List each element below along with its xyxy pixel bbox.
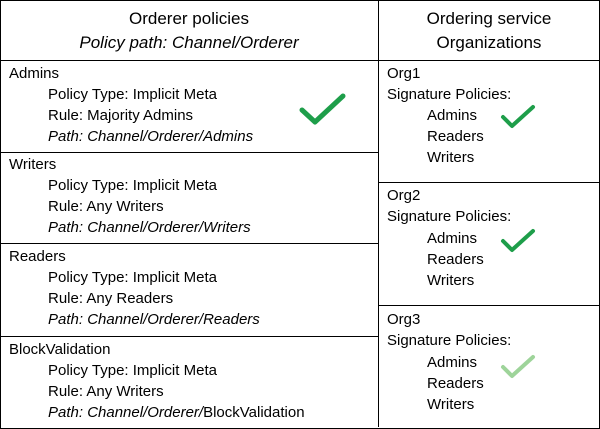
divider-writers-readers [0, 243, 378, 244]
policy-type: Policy Type: Implicit Meta [48, 269, 217, 286]
signature-item: Writers [427, 272, 475, 289]
divider-header-left [0, 60, 378, 61]
policy-rule: Rule: Any Writers [48, 198, 164, 215]
signature-item: Writers [427, 396, 475, 413]
policy-path-prefix: Path: Channel/Orderer/ [48, 404, 204, 421]
policy-path-label: Policy path: Channel/Orderer [79, 33, 299, 52]
signature-item: Readers [427, 128, 484, 145]
ordering-service-title: Ordering service [426, 9, 552, 28]
divider-readers-blockvalidation [0, 336, 378, 337]
policy-type: Policy Type: Implicit Meta [48, 362, 217, 379]
policy-name: Writers [9, 156, 57, 173]
organizations-title: Organizations [436, 33, 542, 52]
policy-rule: Rule: Any Writers [48, 383, 164, 400]
divider-org1-org2 [378, 182, 599, 183]
org-name: Org3 [387, 311, 421, 328]
signature-item: Readers [427, 251, 484, 268]
policy-path: Path: Channel/Orderer/BlockValidation [48, 402, 305, 424]
divider-org2-org3 [378, 305, 599, 306]
signature-policies-label: Signature Policies: [387, 208, 512, 225]
signature-item: Writers [427, 149, 475, 166]
signature-policies-label: Signature Policies: [387, 332, 512, 349]
checkmark-icon [501, 355, 535, 378]
org-name: Org1 [387, 65, 421, 82]
checkmark-icon [501, 229, 535, 252]
policy-name: Readers [9, 248, 66, 265]
divider-admins-writers [0, 152, 378, 153]
checkmark-icon [299, 93, 346, 125]
policy-path: Path: Channel/Orderer/Writers [48, 219, 251, 236]
signature-item: Admins [427, 230, 478, 247]
org-name: Org2 [387, 187, 421, 204]
policy-type: Policy Type: Implicit Meta [48, 86, 217, 103]
policy-path-tail: BlockValidation [203, 404, 305, 421]
policy-name: BlockValidation [9, 341, 111, 358]
signature-item: Admins [427, 354, 478, 371]
policy-type: Policy Type: Implicit Meta [48, 177, 217, 194]
policy-path: Path: Channel/Orderer/Readers [48, 311, 260, 328]
policy-name: Admins [9, 65, 60, 82]
checkmark-icon [501, 105, 535, 128]
signature-item: Readers [427, 375, 484, 392]
signature-item: Admins [427, 107, 478, 124]
column-divider [378, 0, 379, 427]
policy-path: Path: Channel/Orderer/Admins [48, 128, 254, 145]
signature-policies-label: Signature Policies: [387, 86, 512, 103]
divider-header-right [378, 60, 599, 61]
policy-rule: Rule: Any Readers [48, 290, 174, 307]
orderer-policies-title: Orderer policies [129, 9, 249, 28]
policy-rule: Rule: Majority Admins [48, 107, 194, 124]
